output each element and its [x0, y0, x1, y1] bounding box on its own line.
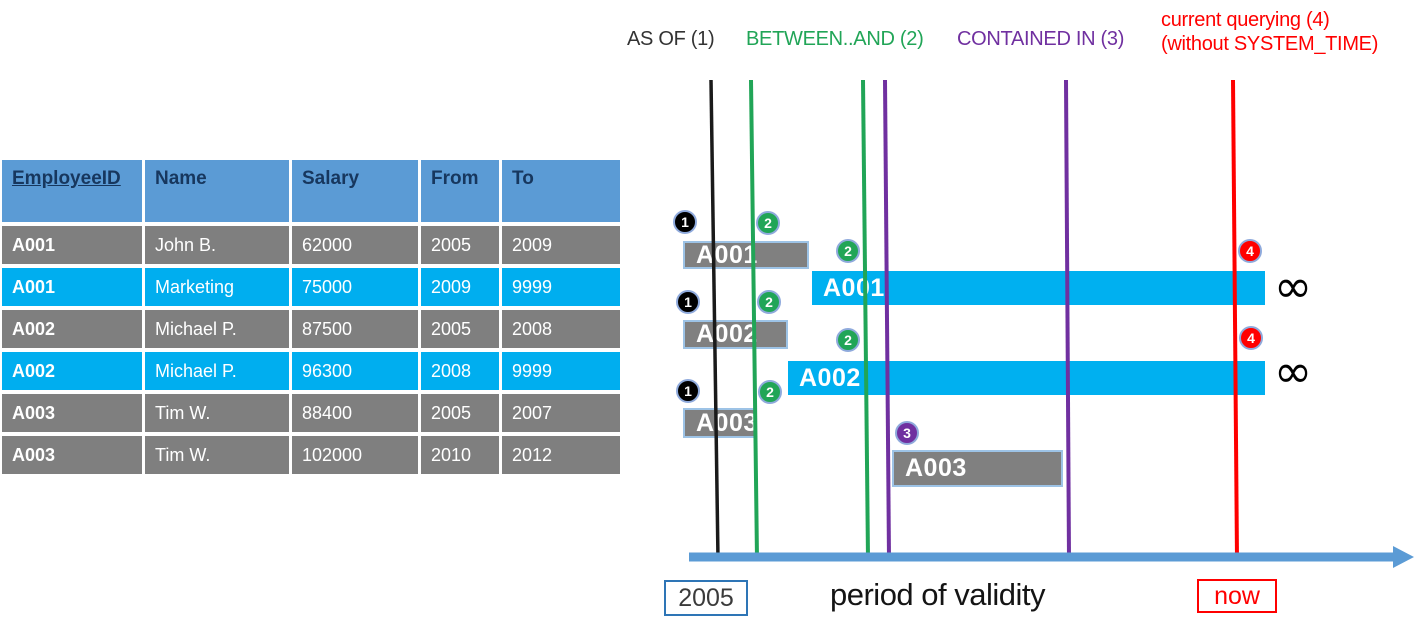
table-cell: 2005: [421, 226, 499, 264]
table-cell: Marketing: [145, 268, 289, 306]
column-header-to: To: [502, 160, 620, 222]
table-cell: 96300: [292, 352, 418, 390]
table-cell: 2005: [421, 394, 499, 432]
table-cell: 102000: [292, 436, 418, 474]
infinity-icon: ∞: [1273, 259, 1313, 313]
legend-as-of: AS OF (1): [627, 28, 715, 50]
table-cell: 2009: [421, 268, 499, 306]
table-cell: 88400: [292, 394, 418, 432]
legend-current-querying: current querying (4) (without SYSTEM_TIM…: [1161, 8, 1378, 56]
table-cell: 2009: [502, 226, 620, 264]
table-cell: 2008: [421, 352, 499, 390]
table-cell: Michael P.: [145, 310, 289, 348]
step-marker-2: 2: [758, 380, 782, 404]
table-cell: A001: [2, 268, 142, 306]
step-marker-1: 1: [673, 210, 697, 234]
step-marker-1: 1: [676, 290, 700, 314]
table-cell: John B.: [145, 226, 289, 264]
contained-end-line: [1064, 79, 1071, 560]
table-cell: 87500: [292, 310, 418, 348]
axis-title: period of validity: [830, 577, 1046, 612]
table-cell: A002: [2, 352, 142, 390]
validity-bar-a002: A002: [788, 361, 1265, 395]
table-cell: A002: [2, 310, 142, 348]
step-marker-3: 3: [895, 421, 919, 445]
table-cell: 2012: [502, 436, 620, 474]
table-cell: 2007: [502, 394, 620, 432]
table-cell: 9999: [502, 268, 620, 306]
axis-arrowhead-icon: [1393, 546, 1414, 568]
step-marker-2: 2: [836, 239, 860, 263]
step-marker-1: 1: [676, 379, 700, 403]
legend-between-and: BETWEEN..AND (2): [746, 28, 924, 50]
step-marker-4: 4: [1239, 326, 1263, 350]
column-header-from: From: [421, 160, 499, 222]
column-header-employeeid: EmployeeID: [2, 160, 142, 222]
infinity-icon: ∞: [1273, 344, 1313, 398]
start-year-box: 2005: [664, 580, 748, 616]
now-line: [1231, 79, 1239, 560]
step-marker-2: 2: [836, 328, 860, 352]
contained-start-line: [883, 79, 891, 560]
validity-bar-a002: A002: [683, 320, 788, 349]
legend-current-line1: current querying (4): [1161, 9, 1330, 31]
table-cell: A001: [2, 226, 142, 264]
table-cell: A003: [2, 436, 142, 474]
column-header-name: Name: [145, 160, 289, 222]
step-marker-2: 2: [756, 211, 780, 235]
validity-bar-a001: A001: [812, 271, 1265, 305]
table-cell: 62000: [292, 226, 418, 264]
validity-bar-a003: A003: [683, 408, 757, 438]
table-cell: Michael P.: [145, 352, 289, 390]
legend-contained-in: CONTAINED IN (3): [957, 28, 1125, 50]
table-cell: 2010: [421, 436, 499, 474]
table-cell: 75000: [292, 268, 418, 306]
table-cell: Tim W.: [145, 436, 289, 474]
table-cell: A003: [2, 394, 142, 432]
step-marker-2: 2: [757, 290, 781, 314]
table-cell: 2008: [502, 310, 620, 348]
legend-current-line2: (without SYSTEM_TIME): [1161, 33, 1379, 55]
between-end-line: [861, 79, 870, 560]
step-marker-4: 4: [1238, 239, 1262, 263]
column-header-salary: Salary: [292, 160, 418, 222]
table-cell: Tim W.: [145, 394, 289, 432]
table-cell: 2005: [421, 310, 499, 348]
now-box: now: [1197, 579, 1277, 613]
table-cell: 9999: [502, 352, 620, 390]
validity-bar-a003: A003: [892, 450, 1063, 487]
validity-bar-a001: A001: [683, 241, 809, 269]
